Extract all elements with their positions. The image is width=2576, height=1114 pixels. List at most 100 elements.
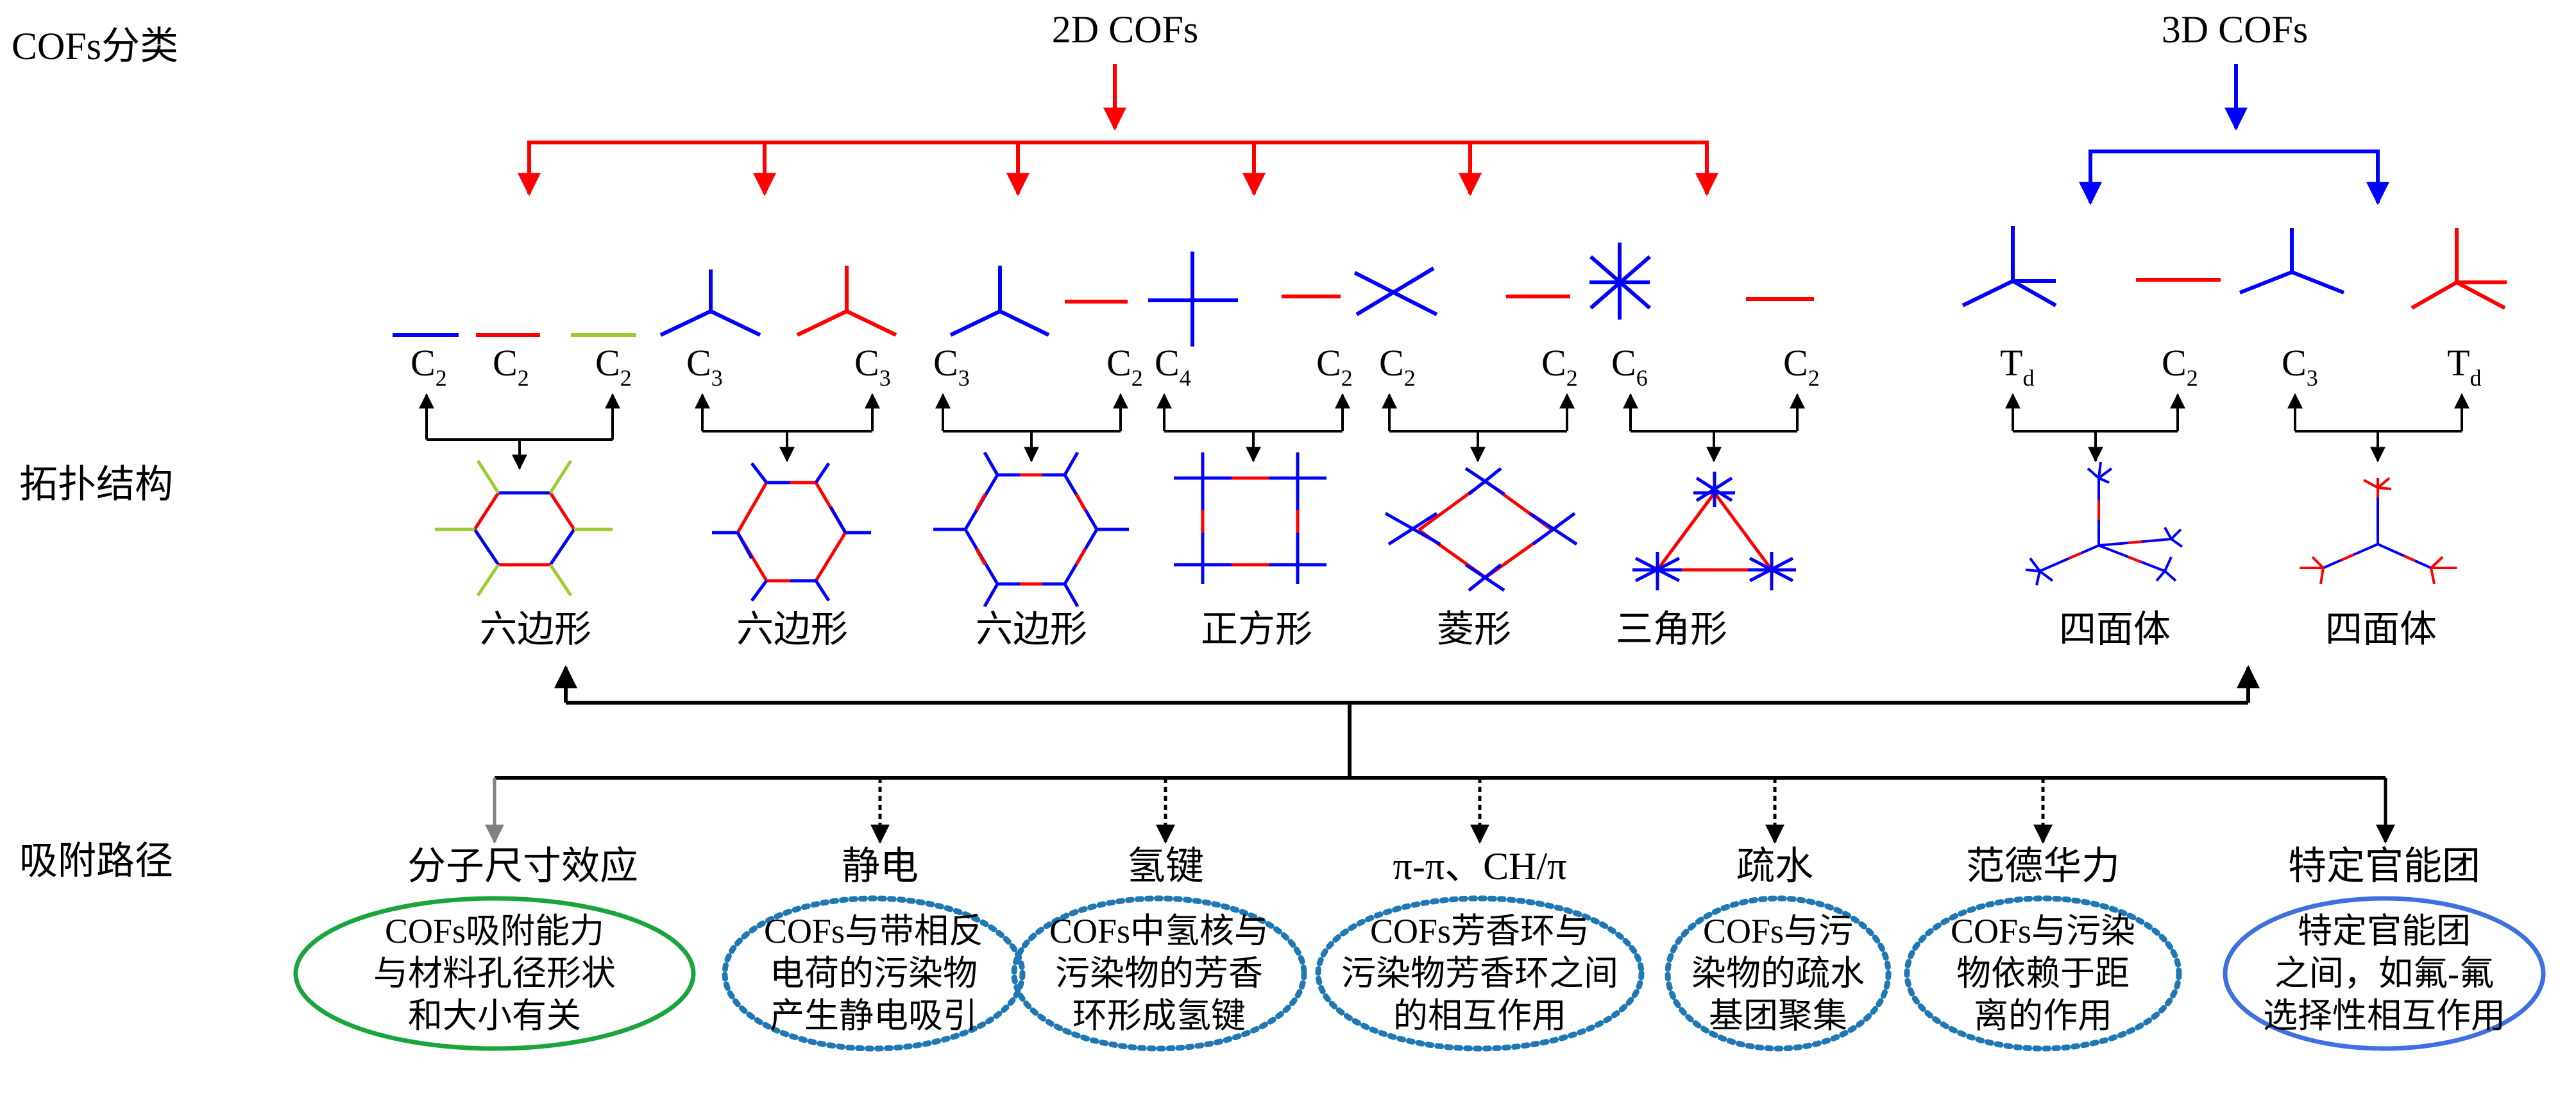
symmetry-label-4-left: C4 — [1155, 342, 1191, 391]
symmetry-label-5-left: C2 — [1379, 342, 1416, 391]
symmetry-label-6-left: C6 — [1611, 342, 1648, 391]
topology-name-5: 菱形 — [1437, 608, 1511, 650]
topology-tetrahedron-1 — [2025, 461, 2183, 586]
topology-name-4: 正方形 — [1201, 608, 1312, 650]
pathway-title: π-π、CH/π — [1393, 845, 1567, 887]
pathway-oval — [2223, 896, 2546, 1051]
topology-name-7: 四面体 — [2059, 608, 2171, 650]
pathway-description-line: 染物的疏水 — [1691, 954, 1865, 993]
symmetry-label-4-right: C2 — [1316, 342, 1353, 391]
building-units — [393, 226, 2507, 347]
combine-connectors — [419, 393, 2470, 470]
pathway-description-line: 电荷的污染物 — [770, 954, 978, 993]
node-c3-red — [796, 266, 897, 337]
pathway-title: 疏水 — [1736, 845, 1813, 887]
pathway-oval — [1665, 895, 1892, 1052]
symmetry-label-8-left: C3 — [2282, 342, 2318, 391]
pathway-description-line: 环形成氢键 — [1072, 997, 1246, 1035]
node-c4-blue — [1148, 252, 1238, 347]
node-x-blue — [1353, 266, 1438, 316]
pathway-description-line: 污染物芳香环之间 — [1341, 954, 1618, 993]
symmetry-label-7-left: Td — [2000, 342, 2034, 391]
pathway-description-line: COFs与带相反 — [764, 912, 983, 950]
node-td-blue — [1962, 226, 2057, 307]
pathway-oval — [293, 896, 696, 1051]
pathway-oval — [1904, 895, 2182, 1052]
symmetry-label-5-right: C2 — [1541, 342, 1578, 391]
pathway-description-line: COFs中氢核与 — [1049, 912, 1269, 950]
row-label-classification: COFs分类 — [12, 25, 178, 67]
pathway-title: 静电 — [842, 845, 919, 887]
topology-name-1: 六边形 — [480, 608, 591, 650]
pathway-description-line: 物依赖于距 — [1956, 954, 2130, 993]
pathway-oval — [1011, 895, 1307, 1052]
pathway-oval — [722, 895, 1026, 1052]
pathway-description-line: 污染物的芳香 — [1055, 954, 1263, 993]
pathway-title: 分子尺寸效应 — [407, 845, 638, 887]
topology-square — [1174, 452, 1326, 584]
node-c3-blue-2 — [949, 266, 1050, 337]
pathway-description-line: COFs与污染 — [1951, 912, 2135, 950]
topology-shapes — [435, 451, 2457, 608]
pathway-description-line: 基团聚集 — [1709, 997, 1847, 1035]
pathway-description-line: 与材料孔径形状 — [373, 954, 616, 993]
topology-rhombus — [1384, 467, 1578, 592]
topology-tetrahedron-2 — [2300, 477, 2457, 585]
symmetry-label-8-right: Td — [2447, 342, 2481, 391]
symmetry-label-1-mid: C2 — [493, 342, 529, 391]
pathway-description-line: COFs与污 — [1703, 912, 1853, 950]
topology-name-6: 三角形 — [1616, 608, 1727, 650]
symmetry-label-7-right: C2 — [2162, 342, 2198, 391]
row-label-topology: 拓扑结构 — [19, 463, 173, 506]
pathway-connector — [495, 665, 2385, 780]
node-c6-blue — [1589, 243, 1651, 320]
topology-name-2: 六边形 — [736, 608, 848, 650]
pathway-description-line: 离的作用 — [1974, 997, 2112, 1035]
node-c3-blue — [659, 270, 761, 337]
node-c3-blue-8 — [2239, 228, 2345, 295]
topology-hexagon-3 — [933, 451, 1129, 608]
pathway-description-line: COFs芳香环与 — [1370, 912, 1589, 950]
tree-3d-cofs — [2079, 64, 2389, 205]
pathway-description-line: 产生静电吸引 — [770, 997, 978, 1035]
pathway-oval — [1315, 895, 1645, 1052]
category-2d-cofs: 2D COFs — [1052, 8, 1198, 51]
pathway-title: 氢键 — [1127, 845, 1204, 887]
symmetry-label-1-left: C2 — [411, 342, 447, 391]
pathway-description-line: 和大小有关 — [408, 997, 581, 1035]
pathway-title: 特定官能团 — [2288, 845, 2480, 887]
symmetry-label-3-left: C3 — [933, 342, 970, 391]
symmetry-label-1-right: C2 — [595, 342, 632, 391]
pathway-title: 范德华力 — [1966, 845, 2120, 887]
topology-name-3: 六边形 — [976, 608, 1087, 650]
pathway-description-line: 的相互作用 — [1393, 997, 1566, 1035]
symmetry-label-3-right: C2 — [1106, 342, 1143, 391]
pathway-description-line: COFs吸附能力 — [385, 912, 604, 950]
pathway-drop-arrows — [485, 778, 2395, 844]
pathway-description-line: 选择性相互作用 — [2263, 997, 2505, 1035]
symmetry-label-2-right: C3 — [854, 342, 891, 391]
category-3d-cofs: 3D COFs — [2162, 8, 2308, 51]
topology-hexagon-1 — [435, 459, 613, 597]
symmetry-label-6-right: C2 — [1783, 342, 1820, 391]
row-label-adsorption: 吸附路径 — [19, 840, 173, 882]
topology-triangle — [1632, 472, 1796, 590]
pathway-description-line: 特定官能团 — [2298, 912, 2471, 950]
tree-2d-cofs — [518, 64, 1718, 196]
topology-name-8: 四面体 — [2325, 608, 2437, 650]
topology-hexagon-2 — [712, 462, 871, 602]
symmetry-label-2-left: C3 — [686, 342, 723, 391]
topology-shape-names: 六边形 六边形 六边形 正方形 菱形 三角形 四面体 四面体 — [480, 608, 2437, 650]
node-td-red — [2411, 228, 2507, 310]
pathway-description-line: 之间，如氟-氟 — [2275, 954, 2494, 993]
